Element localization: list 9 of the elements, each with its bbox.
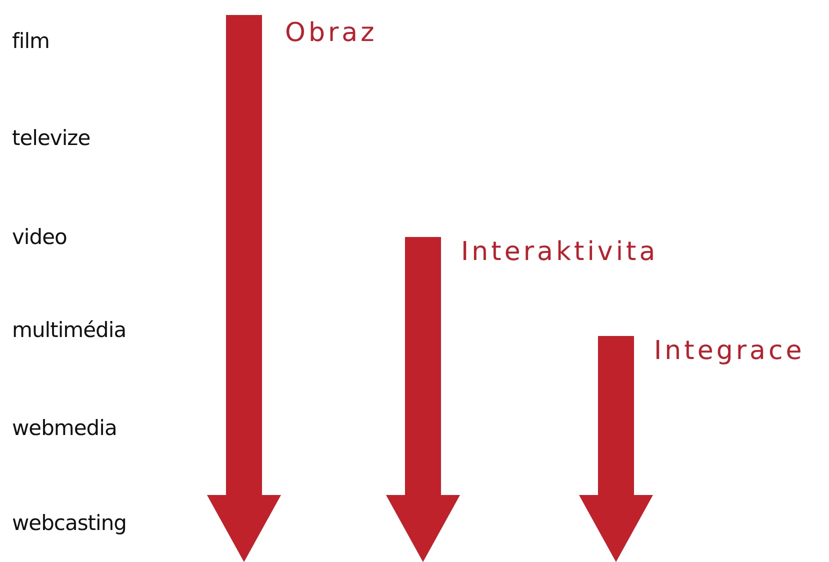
media-label: film	[12, 29, 50, 53]
arrow-label: Obraz	[285, 18, 378, 48]
media-label: webcasting	[12, 511, 126, 535]
arrow-label: Integrace	[654, 336, 805, 366]
arrow-label: Interaktivita	[461, 237, 658, 267]
media-label: multimédia	[12, 318, 126, 342]
media-label: televize	[12, 126, 90, 150]
media-label: video	[12, 225, 67, 249]
media-label: webmedia	[12, 416, 117, 440]
